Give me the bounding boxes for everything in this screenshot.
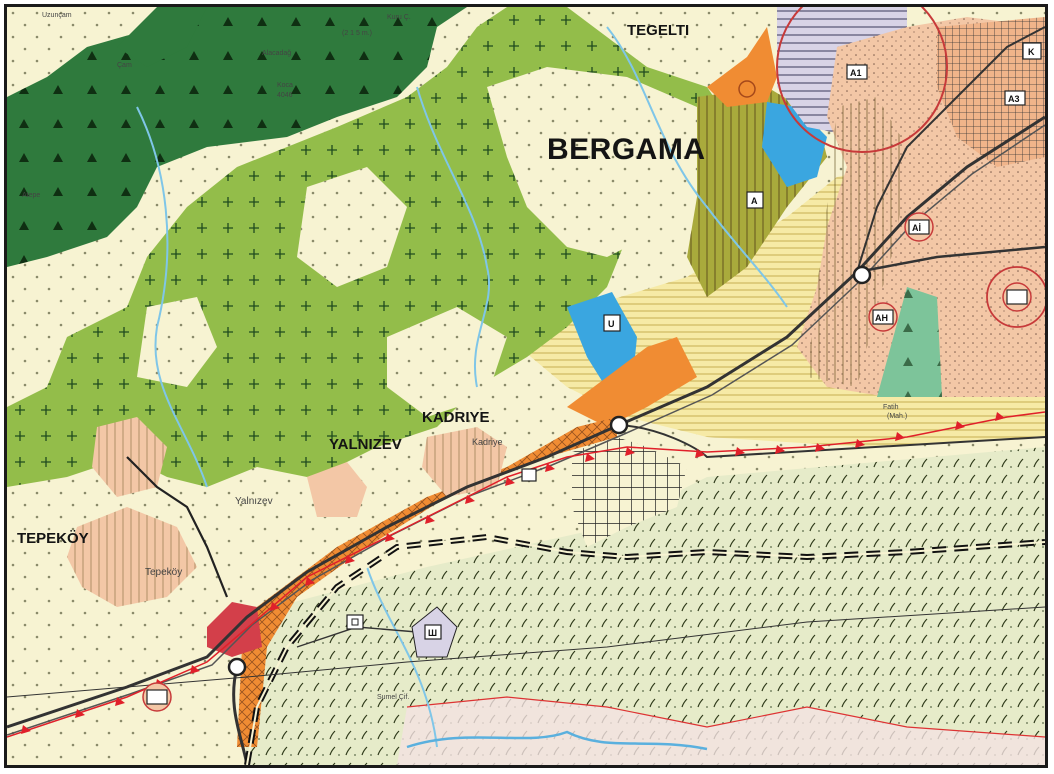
main-highway-parallel: [7, 124, 1045, 736]
red-boundary-line: [7, 411, 1045, 738]
village-tepekoy-stripes: [67, 507, 197, 607]
power-line: [7, 606, 1045, 698]
map-frame: A1 A3 K Aİ AH U A Ш: [4, 4, 1048, 768]
symbol-code-w: Ш: [428, 628, 437, 638]
label-bergama[interactable]: BERGAMA: [547, 133, 706, 166]
stream-east: [606, 26, 788, 308]
junction-node-kadriye[interactable]: [609, 415, 629, 435]
symbol-code-k: K: [1028, 47, 1035, 57]
label-koca: Koca: [277, 82, 293, 89]
clearing-mid-dots: [297, 167, 407, 287]
junction-node-east[interactable]: [852, 265, 872, 285]
orange-zone-kadriye[interactable]: [567, 337, 697, 427]
green-park-pattern: [877, 287, 942, 397]
label-yalnizev-small: Yalnızev: [235, 496, 273, 507]
facility-symbol-southwest[interactable]: [142, 682, 172, 712]
district-circle-east: [986, 266, 1045, 328]
label-atepe: Atepe: [22, 192, 40, 199]
secondary-road-west: [126, 456, 229, 598]
facility-symbol-kadriye-industrial[interactable]: [521, 468, 537, 482]
label-tegelti[interactable]: TEGELTI: [627, 22, 689, 39]
label-cam: Çam: [117, 62, 132, 69]
urban-core-grid-lines: [937, 17, 1045, 167]
southern-boundary-outline: [406, 696, 1045, 738]
lower-plain-hatch: [237, 447, 1045, 765]
label-kadriye[interactable]: KADRIYE: [422, 409, 490, 426]
facility-symbol-ah[interactable]: AH: [868, 302, 898, 332]
symbol-code-ai: Aİ: [912, 223, 921, 233]
junction-loop: [618, 424, 1045, 459]
label-kuru: Kuru Ç.: [387, 14, 411, 21]
stream-west: [136, 106, 208, 488]
symbol-code-ah: AH: [875, 313, 888, 323]
facility-symbol-square-south[interactable]: [346, 614, 364, 630]
label-kadriye-small: Kadriye: [472, 437, 503, 447]
stream-bottom: [406, 730, 708, 751]
facility-symbol-u[interactable]: U: [603, 314, 621, 332]
label-tepekoy[interactable]: TEPEKÖY: [17, 530, 89, 547]
symbol-code-a1: A1: [850, 68, 862, 78]
label-fatih: Fatih: [883, 404, 899, 411]
symbol-code-a: A: [751, 196, 758, 206]
clearing-bergama-dots: [487, 67, 707, 257]
facility-symbol-k[interactable]: K: [1022, 42, 1042, 60]
label-uzun: Uzunçam: [42, 12, 72, 19]
dark-forest-small[interactable]: [117, 7, 207, 67]
southern-boundary-zone[interactable]: [397, 697, 1045, 765]
land-use-map[interactable]: A1 A3 K Aİ AH U A Ш: [7, 7, 1045, 765]
industrial-grid-lines: [572, 437, 687, 547]
facility-symbol-orange-circle[interactable]: [738, 80, 756, 98]
label-hill-height: (2 1 5 m.): [342, 30, 372, 37]
main-highway[interactable]: [7, 115, 1045, 729]
stream-south: [366, 566, 438, 748]
village-yalnizev[interactable]: [307, 462, 367, 517]
north-road[interactable]: [856, 26, 1045, 273]
junction-node-west[interactable]: [227, 657, 247, 677]
orange-zone-north[interactable]: [707, 27, 777, 107]
red-boundary-ticks: [21, 412, 1005, 734]
facility-symbol-a-mid[interactable]: A: [746, 191, 764, 209]
facility-symbol-bar-east[interactable]: [1002, 282, 1032, 312]
facility-symbol-a3[interactable]: A3: [1004, 90, 1026, 106]
railway-inner: [246, 535, 1045, 765]
urban-circle-boundary: [776, 7, 948, 153]
label-sumel: Sumel Çif.: [377, 694, 409, 701]
stream-mid: [416, 86, 491, 388]
dark-forest-pattern: [7, 7, 467, 267]
urban-zone-east-stripes: [807, 97, 907, 387]
facility-symbol-a1-north[interactable]: A1: [846, 64, 868, 80]
clearing-south-dots: [387, 307, 507, 417]
label-alacadag: Alacadağ: [262, 50, 291, 57]
symbol-code-u: U: [608, 319, 615, 329]
east-road[interactable]: [856, 245, 1045, 274]
label-mah: (Mah.): [887, 413, 907, 420]
label-yalnizev[interactable]: YALNIZEV: [329, 436, 402, 453]
facility-symbol-w[interactable]: Ш: [411, 606, 458, 658]
label-hill-4046: 4046: [277, 92, 293, 99]
facility-symbol-ai[interactable]: Aİ: [904, 212, 934, 242]
ring-road[interactable]: [232, 666, 249, 765]
label-tepekoy-small: Tepeköy: [145, 567, 182, 578]
symbol-code-a3: A3: [1008, 94, 1020, 104]
